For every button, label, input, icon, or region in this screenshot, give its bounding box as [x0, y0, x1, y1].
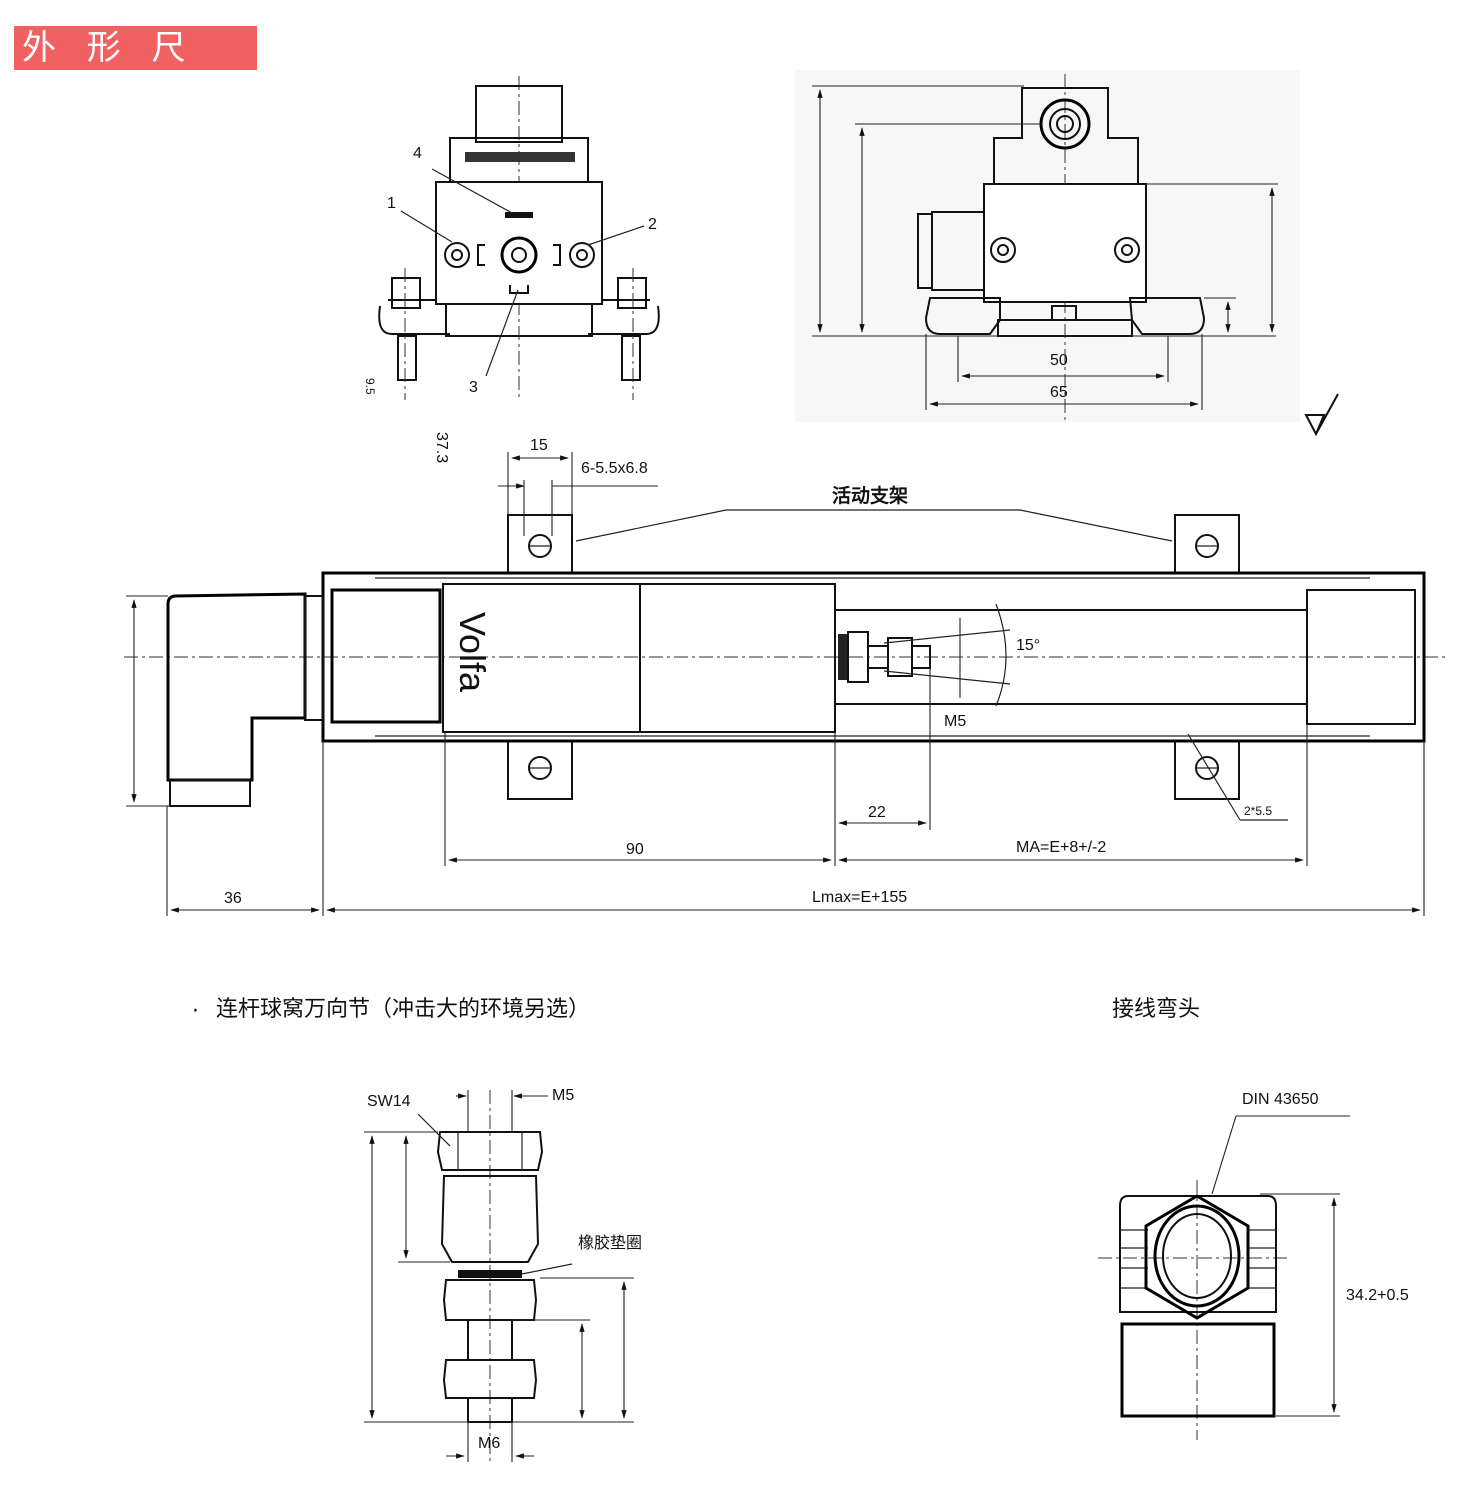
dim-angle: 15°	[1016, 637, 1040, 654]
callout-1: 1	[387, 195, 396, 212]
ball-joint-bullet: ·	[192, 999, 199, 1024]
section-title: 外 形 尺 寸:	[14, 26, 257, 112]
dim-connector-height: 34.2+0.5	[1346, 1287, 1409, 1304]
dim-bracket-width: 15	[530, 437, 548, 454]
ball-joint-detail	[364, 1090, 634, 1462]
label-rubber-washer: 橡胶垫圈	[578, 1233, 642, 1252]
label-m5-joint: M5	[552, 1087, 574, 1104]
dim-65: 65	[1050, 384, 1068, 401]
dim-ma: MA=E+8+/-2	[1016, 839, 1106, 856]
connector-heading: 接线弯头	[1112, 997, 1200, 1022]
bracket-label: 活动支架	[832, 484, 908, 507]
dim-hole: 2*5.5	[1244, 804, 1272, 818]
dim-slot: 6-5.5x6.8	[581, 460, 648, 477]
dim-36: 36	[224, 890, 242, 907]
callout-3: 3	[469, 379, 478, 396]
side-view-right	[795, 70, 1339, 437]
label-sw14: SW14	[367, 1093, 411, 1110]
callout-4: 4	[413, 145, 422, 162]
brand-label: Volfa	[452, 612, 493, 693]
label-m6: M6	[478, 1435, 500, 1452]
dim-9-5: 9.5	[363, 378, 377, 395]
callout-2: 2	[648, 216, 657, 233]
dim-50: 50	[1050, 352, 1068, 369]
dim-22: 22	[868, 804, 886, 821]
dim-thread-m5: M5	[944, 713, 966, 730]
dim-lmax: Lmax=E+155	[812, 889, 907, 906]
label-din: DIN 43650	[1242, 1091, 1319, 1108]
connector-detail	[1098, 1115, 1350, 1440]
dim-90: 90	[626, 841, 644, 858]
dim-37-3: 37.3	[433, 432, 450, 463]
ball-joint-heading: 连杆球窝万向节（冲击大的环境另选）	[216, 997, 590, 1022]
end-view-left	[378, 76, 660, 400]
main-view	[124, 452, 1448, 916]
